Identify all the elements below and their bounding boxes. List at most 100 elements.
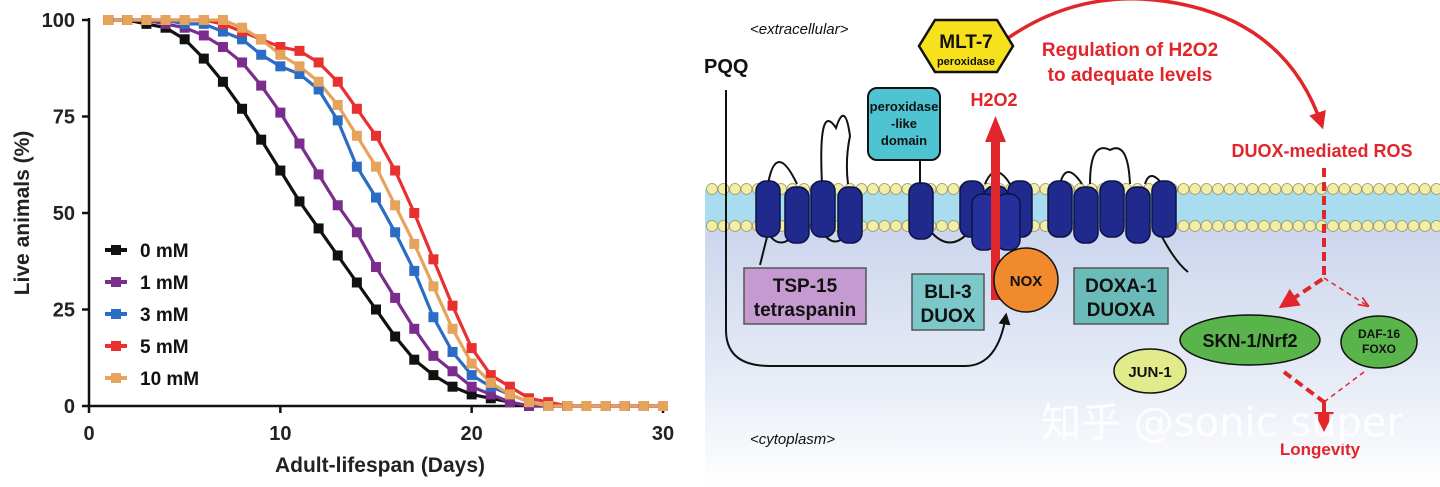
x-tick-label: 30 [652,423,674,445]
data-point-3mm [409,265,420,276]
data-point-10mm [524,397,535,408]
data-point-10mm [179,15,190,25]
lipid-head-top [1350,183,1362,195]
lipid-head-top [1281,183,1293,195]
jun1-label: JUN-1 [1128,364,1171,381]
lipid-head-bottom [878,220,891,232]
lipid-head-bottom [1189,220,1201,232]
data-point-10mm [237,22,248,33]
data-point-0mm [217,76,228,87]
data-point-0mm [294,196,305,207]
data-point-5mm [504,381,515,392]
peroxidase-domain-line1: peroxidase [870,99,939,114]
data-point-10mm [294,61,305,72]
lipid-head-bottom [1304,220,1316,232]
lipid-head-bottom [936,220,948,232]
pqq-arrow [725,90,1011,367]
data-point-1mm [409,323,420,334]
lipid-head-top [1189,183,1201,195]
data-point-10mm [390,200,401,211]
lipid-head-top [1200,183,1213,195]
peroxidase-domain-box [867,87,941,161]
data-point-3mm [390,227,401,238]
lipid-head-bottom [1223,220,1236,232]
skn1-to-longevity-line [1282,370,1326,404]
data-point-10mm [638,401,649,411]
data-point-1mm [198,30,209,41]
data-point-5mm [466,343,477,354]
y-tick-label: 75 [53,107,75,129]
data-point-0mm [351,277,362,288]
lipid-head-top [1396,183,1408,195]
lipid-head-bottom [1269,220,1282,232]
data-point-10mm [562,401,573,411]
data-point-5mm [275,42,286,53]
lipid-head-top [890,183,902,195]
lipid-head-bottom [1212,220,1224,232]
tsp15-box [743,267,867,325]
lipid-head-top [878,183,891,195]
lipid-head-bottom [1258,220,1270,232]
lipid-head-bottom [1430,220,1440,232]
data-point-3mm [332,115,343,126]
data-point-3mm [256,49,267,60]
regulation-line2: to adequate levels [1048,65,1213,86]
lipid-head-bottom [717,220,730,232]
doxa1-line2: DUOXA [1087,300,1156,321]
data-point-1mm [313,169,324,180]
x-axis-title: Adult-lifespan (Days) [275,454,485,477]
data-point-10mm [332,99,343,110]
data-point-3mm [217,26,228,37]
data-point-5mm [371,130,381,141]
data-point-5mm [313,57,324,68]
jun1-ellipse [1113,348,1187,394]
cytoplasm-label: <cytoplasm> [750,431,835,448]
data-point-1mm [504,397,515,408]
lipid-head-top [1223,183,1236,195]
data-point-10mm [409,238,420,249]
data-point-0mm [313,223,324,234]
regulation-line1: Regulation of H2O2 [1042,40,1218,61]
lipid-head-bottom [1246,220,1259,232]
mlt7-subtitle: peroxidase [937,56,995,68]
lipid-head-bottom [1396,220,1408,232]
doxa1-box [1073,267,1169,325]
lipid-head-top [1292,183,1305,195]
lipid-head-top [1269,183,1282,195]
lipid-head-bottom [890,220,902,232]
lipid-head-top [706,183,718,195]
data-point-1mm [485,389,496,400]
lipid-head-top [1407,183,1420,195]
lipid-head-bottom [1292,220,1305,232]
data-point-1mm [466,381,477,392]
lipid-head-top [936,183,948,195]
y-tick-label: 25 [53,300,75,322]
data-point-10mm [428,281,439,292]
data-point-0mm [179,34,190,45]
pqq-label: PQQ [704,56,748,78]
legend-label: 3 mM [140,305,189,326]
data-point-10mm [275,49,286,60]
data-point-3mm [237,34,248,45]
x-tick-label: 0 [83,423,94,445]
peroxidase-domain-line2: -like [891,116,917,131]
data-point-10mm [619,401,630,411]
lipid-head-top [1338,183,1351,195]
skn1-ellipse [1179,314,1321,366]
data-point-3mm [294,69,305,80]
lipid-head-top [1373,183,1385,195]
lipid-head-top [740,183,753,195]
y-tick-label: 100 [42,10,75,32]
data-point-0mm [256,134,267,145]
data-point-0mm [332,250,343,261]
h2o2-label: H2O2 [970,90,1017,110]
data-point-3mm [447,346,458,357]
lipid-head-bottom [1235,220,1247,232]
lipid-head-bottom [867,220,879,232]
lipid-head-bottom [1338,220,1351,232]
data-point-1mm [371,262,381,273]
data-point-10mm [543,401,554,411]
legend-swatch-marker [111,373,121,383]
data-point-1mm [256,80,267,91]
